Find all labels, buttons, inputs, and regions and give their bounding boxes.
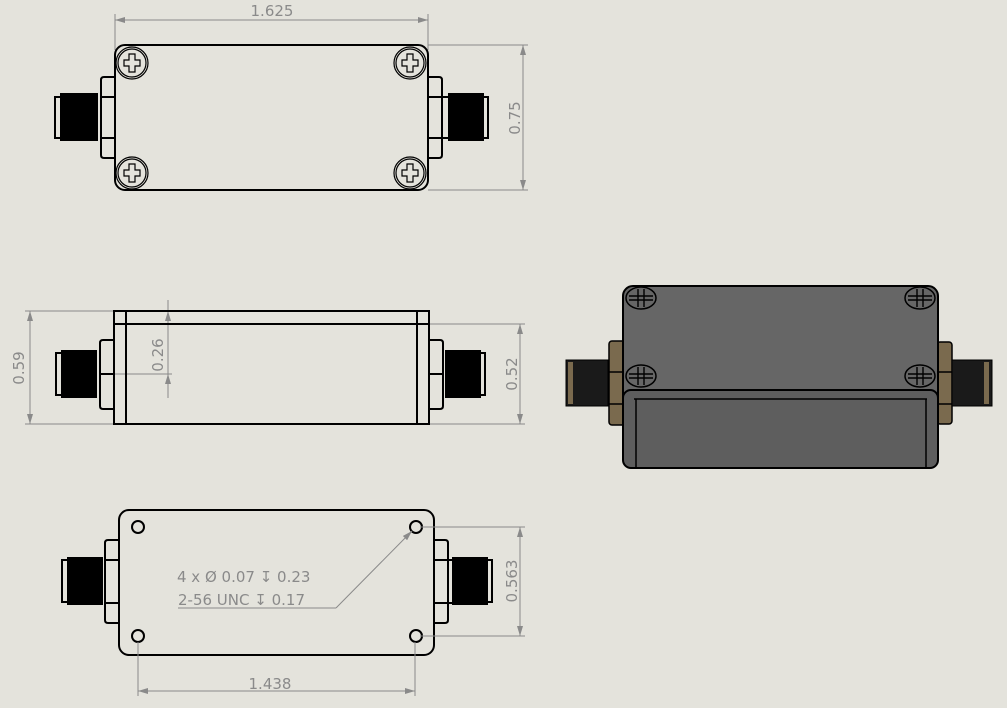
dimension-overall-height: 0.59 (10, 310, 113, 425)
sma-connector-left (55, 339, 114, 410)
screw-icon (393, 46, 427, 80)
screw-icon (115, 46, 149, 80)
screw-icon (393, 156, 427, 190)
mounting-hole (131, 629, 145, 643)
dim-text-hole-spacing-x: 1.438 (249, 675, 292, 693)
dim-text-height: 0.75 (506, 101, 524, 134)
screw-icon (904, 286, 936, 310)
sma-connector-left (61, 539, 119, 624)
sma-connector-left (54, 76, 115, 159)
mounting-hole (131, 520, 145, 534)
dim-text-width: 1.625 (251, 2, 294, 20)
enclosure-bottom-outline (118, 509, 435, 656)
dim-text-hole-spacing-y: 0.563 (503, 560, 521, 603)
sma-connector-right (434, 539, 493, 624)
dimension-hole-spacing-x: 1.438 (137, 642, 416, 696)
dimension-width: 1.625 (114, 2, 429, 50)
sma-connector-right (936, 341, 993, 425)
hole-callout-line1: 4 x Ø 0.07 ↧ 0.23 (177, 568, 310, 586)
top-view: 1.625 0.75 (54, 2, 528, 191)
enclosure-side-outline (113, 310, 430, 425)
sma-connector-right (428, 76, 489, 159)
hole-callout: 4 x Ø 0.07 ↧ 0.23 2-56 UNC ↧ 0.17 (177, 530, 413, 609)
enclosure-outline (114, 44, 429, 191)
isometric-view (565, 285, 993, 469)
dim-text-connector-height: 0.26 (149, 338, 167, 371)
dimension-hole-spacing-y: 0.563 (420, 526, 525, 637)
screw-icon (904, 364, 936, 388)
hole-callout-line2: 2-56 UNC ↧ 0.17 (178, 591, 305, 609)
front-view: 0.59 0.26 0.52 (10, 300, 525, 425)
sma-connector-right (429, 339, 486, 410)
dimension-body-height: 0.52 (430, 323, 525, 425)
dimension-connector-height: 0.26 (115, 300, 172, 398)
screw-icon (115, 156, 149, 190)
bottom-view: 4 x Ø 0.07 ↧ 0.23 2-56 UNC ↧ 0.17 0.563 … (61, 509, 525, 696)
screw-icon (625, 364, 657, 388)
screw-icon (625, 286, 657, 310)
dim-text-overall-height: 0.59 (10, 351, 28, 384)
dimension-height: 0.75 (428, 44, 528, 191)
sma-connector-left (565, 340, 626, 426)
dim-text-body-height: 0.52 (503, 357, 521, 390)
